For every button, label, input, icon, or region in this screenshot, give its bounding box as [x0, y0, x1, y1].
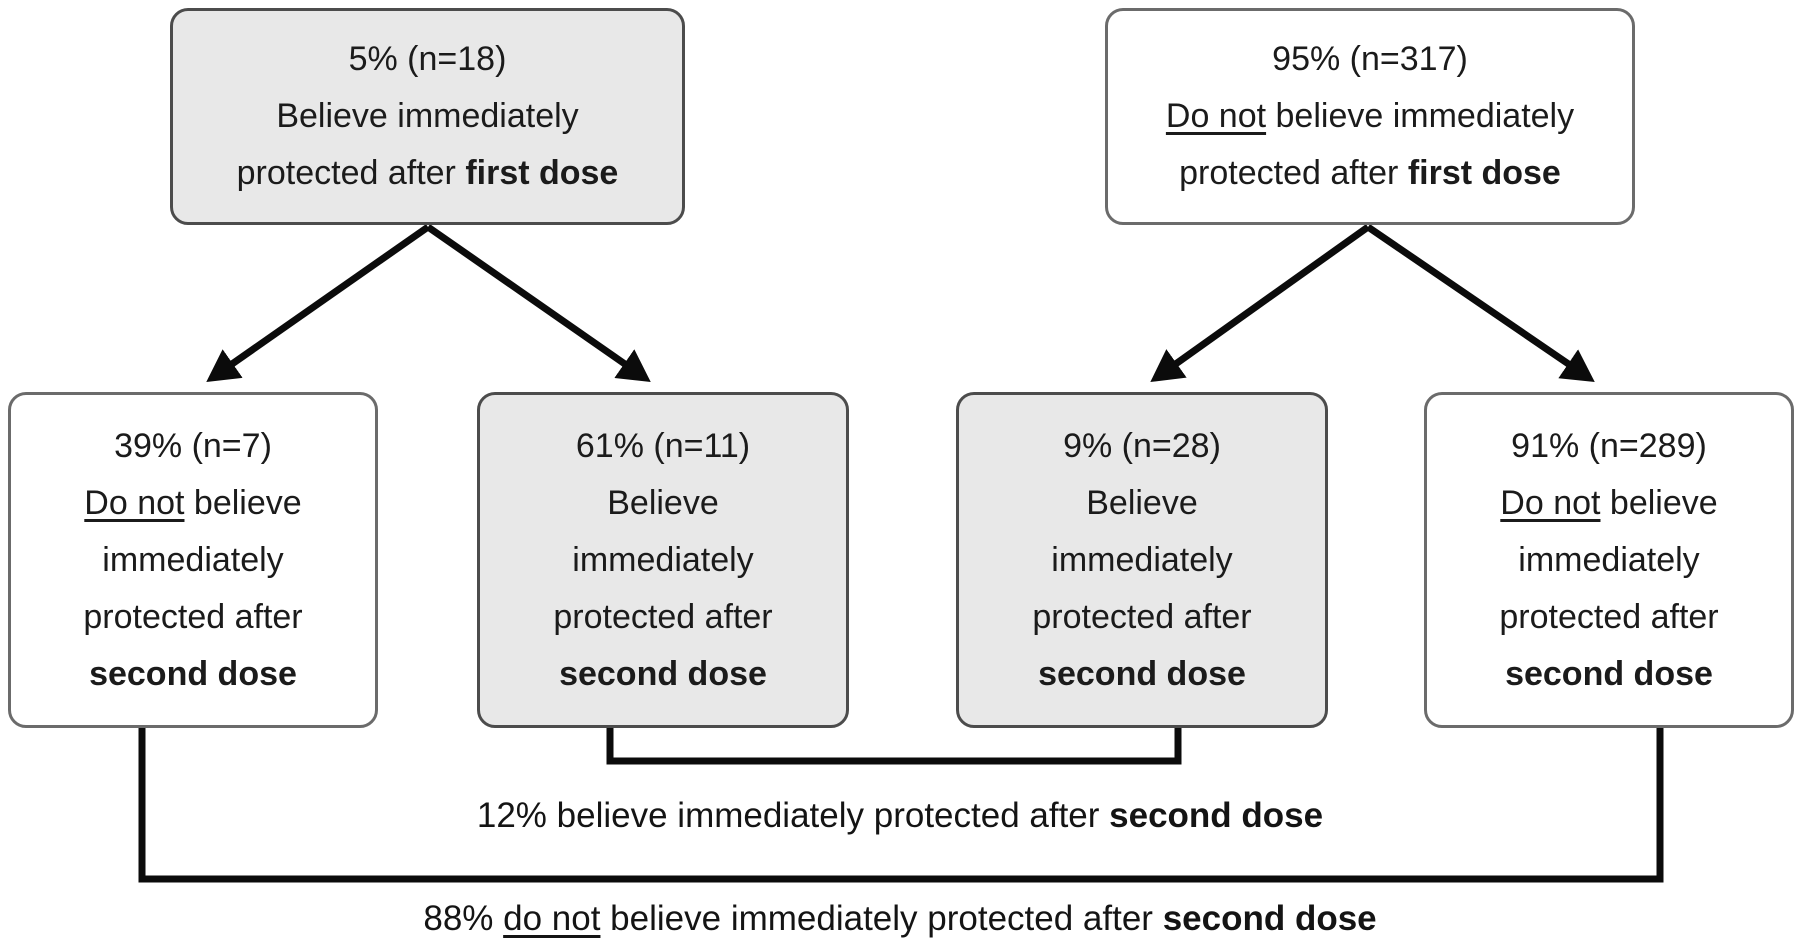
text-line: second dose — [480, 646, 846, 703]
text-line: second dose — [1427, 646, 1791, 703]
text-line: Do not believe — [11, 475, 375, 532]
arrow-top-right-to-box4 — [1366, 224, 1595, 382]
text-segment: Believe immediately — [276, 97, 579, 135]
text-segment: 9% (n=28) — [1063, 426, 1221, 465]
text-line: immediately — [959, 532, 1325, 589]
node-not-first-not-second: 91% (n=289) Do not believe immediately prot… — [1424, 392, 1794, 728]
text-line: immediately — [11, 532, 375, 589]
text-segment: 88% — [423, 899, 504, 938]
text-segment: protected after — [1032, 597, 1252, 636]
text-segment: protected after — [1499, 597, 1719, 636]
text-line: 5% (n=18) — [173, 31, 682, 88]
text-segment: immediately — [1518, 540, 1700, 579]
text-segment: believe immediately protected after — [600, 899, 1163, 938]
text-segment: 95% (n=317) — [1272, 40, 1468, 78]
text-line: 61% (n=11) — [480, 418, 846, 475]
text-line: Believe — [959, 475, 1325, 532]
node-believe-first-not-second: 39% (n=7) Do not believe immediately protec… — [8, 392, 378, 728]
text-segment: 12% believe immediately protected after — [476, 796, 1110, 835]
text-segment: believe immediately — [1266, 97, 1575, 135]
text-line: second dose — [11, 646, 375, 703]
text-segment: protected after — [1179, 154, 1408, 192]
text-segment: 91% (n=289) — [1511, 426, 1707, 465]
text-line: Believe — [480, 475, 846, 532]
text-line: protected after — [11, 589, 375, 646]
text-line: protected after — [1427, 589, 1791, 646]
text-line: protected after first dose — [173, 145, 682, 202]
node-believe-after-first-dose: 5% (n=18) Believe immediately protected af… — [170, 8, 685, 225]
text-segment: protected after — [553, 597, 773, 636]
text-segment: immediately — [572, 540, 754, 579]
arrow-top-left-to-box1 — [206, 224, 431, 383]
text-segment: Believe — [607, 483, 719, 522]
text-segment: immediately — [1051, 540, 1233, 579]
text-segment: 61% (n=11) — [575, 426, 751, 465]
text-line: immediately — [480, 532, 846, 589]
text-line: Do not believe immediately — [1108, 88, 1632, 145]
text-segment: first dose — [465, 154, 619, 192]
caption-combined-do-not-believe-second-dose: 88% do not believe immediately protected… — [0, 895, 1800, 943]
text-segment: first dose — [1407, 154, 1561, 192]
text-segment: do not — [503, 899, 601, 938]
text-line: protected after — [959, 589, 1325, 646]
text-line: protected after first dose — [1108, 145, 1632, 202]
text-line: 95% (n=317) — [1108, 31, 1632, 88]
text-line: 91% (n=289) — [1427, 418, 1791, 475]
text-segment: protected after — [236, 154, 466, 192]
text-segment: Do not — [84, 483, 185, 522]
arrow-top-left-to-box2 — [426, 224, 651, 382]
text-segment: second dose — [89, 654, 297, 693]
node-believe-first-and-second: 61% (n=11) Believe immediately protected af… — [477, 392, 849, 728]
text-segment: second dose — [559, 654, 767, 693]
text-segment: believe — [1600, 483, 1718, 522]
text-line: Believe immediately — [173, 88, 682, 145]
text-segment: immediately — [102, 540, 284, 579]
arrow-top-right-to-box3 — [1150, 224, 1371, 383]
caption-combined-believe-second-dose: 12% believe immediately protected after … — [0, 792, 1800, 840]
text-segment: believe — [184, 483, 302, 522]
text-line: second dose — [959, 646, 1325, 703]
text-segment: Do not — [1500, 483, 1601, 522]
connector-12-percent — [606, 725, 1182, 765]
text-segment: Believe — [1086, 483, 1198, 522]
text-segment: second dose — [1038, 654, 1246, 693]
text-segment: Do not — [1165, 97, 1267, 135]
text-segment: second dose — [1162, 899, 1377, 938]
node-not-first-but-believe-second: 9% (n=28) Believe immediately protected aft… — [956, 392, 1328, 728]
text-line: protected after — [480, 589, 846, 646]
text-line: Do not believe — [1427, 475, 1791, 532]
text-line: immediately — [1427, 532, 1791, 589]
text-line: 9% (n=28) — [959, 418, 1325, 475]
text-segment: 39% (n=7) — [114, 426, 272, 465]
text-segment: 5% (n=18) — [348, 40, 507, 78]
text-line: 39% (n=7) — [11, 418, 375, 475]
text-segment: protected after — [83, 597, 303, 636]
text-segment: second dose — [1505, 654, 1713, 693]
text-segment: second dose — [1109, 796, 1324, 835]
